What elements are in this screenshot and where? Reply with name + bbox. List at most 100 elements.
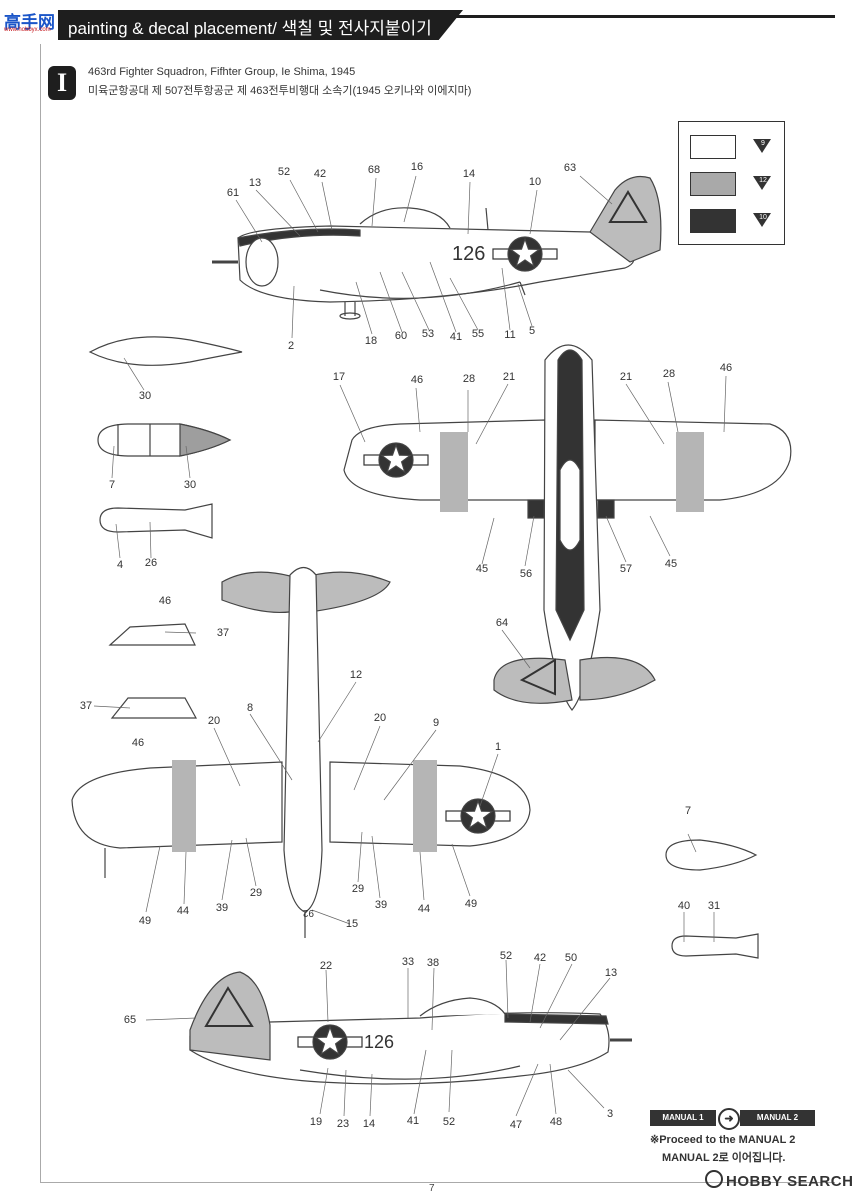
swatch-dark xyxy=(690,209,736,233)
manual-2-box: MANUAL 2 xyxy=(740,1110,815,1126)
manual-note-en: ※Proceed to the MANUAL 2 xyxy=(650,1134,796,1146)
drop-tank-mid xyxy=(97,423,232,457)
section-header: painting & decal placement/ 색칠 및 전사지붙이기 xyxy=(0,10,859,40)
callout-label: 29 xyxy=(351,883,365,895)
callout-label: 48 xyxy=(549,1116,563,1128)
callout-label: 15 xyxy=(345,918,359,930)
callout-label: 46 xyxy=(719,362,733,374)
callout-label: 3 xyxy=(606,1108,614,1120)
color-legend: 9 12 10 xyxy=(678,121,785,245)
callout-label: 13 xyxy=(604,967,618,979)
pylon-bottom xyxy=(110,697,198,719)
callout-label: 45 xyxy=(664,558,678,570)
header-bar xyxy=(58,10,463,40)
callout-label: 41 xyxy=(406,1115,420,1127)
callout-label: 18 xyxy=(364,335,378,347)
callout-label: 17 xyxy=(332,371,346,383)
callout-label: 12 xyxy=(349,669,363,681)
watermark: HOBBY SEARCH xyxy=(705,1170,853,1190)
callout-label: 29 xyxy=(249,887,263,899)
option-title-ko: 미육군항공대 제 507전투항공군 제 463전투비행대 소속기(1945 오키… xyxy=(88,85,472,97)
manual-1-box: MANUAL 1 xyxy=(650,1110,716,1126)
callout-label: 61 xyxy=(226,187,240,199)
option-title-en: 463rd Fighter Squadron, Fifhter Group, I… xyxy=(88,66,356,78)
callout-label: 53 xyxy=(421,328,435,340)
watermark-logo-icon xyxy=(705,1170,723,1188)
callout-label: 7 xyxy=(684,805,692,817)
bomb-left xyxy=(99,503,213,539)
callout-label: 46 xyxy=(158,595,172,607)
callout-label: 37 xyxy=(79,700,93,712)
leader-lines xyxy=(93,175,727,1117)
callout-label: 13 xyxy=(248,177,262,189)
callout-label: 23 xyxy=(336,1118,350,1130)
callout-label: 42 xyxy=(533,952,547,964)
callout-label: 40 xyxy=(677,900,691,912)
callout-label: 41 xyxy=(449,331,463,343)
callout-label: 44 xyxy=(417,903,431,915)
pylon-top xyxy=(108,623,196,646)
callout-label: 21 xyxy=(619,371,633,383)
callout-label: 14 xyxy=(462,168,476,180)
callout-label: 7 xyxy=(108,479,116,491)
fuselage-code: 126 xyxy=(452,243,485,265)
upper-view xyxy=(343,344,792,711)
callout-label: 33 xyxy=(401,956,415,968)
callout-label: 37 xyxy=(216,627,230,639)
callout-label: 9 xyxy=(432,717,440,729)
callout-label: 63 xyxy=(563,162,577,174)
callout-label: 44 xyxy=(176,905,190,917)
callout-label: 68 xyxy=(367,164,381,176)
callout-label: 49 xyxy=(464,898,478,910)
side-view-bottom xyxy=(189,971,632,1085)
callout-label: 30 xyxy=(138,390,152,402)
callout-label: 60 xyxy=(394,330,408,342)
callout-label: 50 xyxy=(564,952,578,964)
callout-label: 31 xyxy=(707,900,721,912)
callout-label: 28 xyxy=(662,368,676,380)
callout-label: 30 xyxy=(183,479,197,491)
callout-label: 52 xyxy=(277,166,291,178)
callout-label: 38 xyxy=(426,957,440,969)
drop-tank-top xyxy=(88,336,243,366)
callout-label: 42 xyxy=(313,168,327,180)
callout-label: 45 xyxy=(475,563,489,575)
callout-label: 65 xyxy=(123,1014,137,1026)
callout-label: 39 xyxy=(374,899,388,911)
paint-code-triangle xyxy=(753,139,771,153)
callout-label: 56 xyxy=(519,568,533,580)
callout-label: 22 xyxy=(319,960,333,972)
paint-code-triangle xyxy=(753,213,771,227)
fuselage-code: 126 xyxy=(364,1032,394,1052)
callout-label: 4 xyxy=(116,559,124,571)
paint-code: 12 xyxy=(759,177,767,184)
callout-label: 39 xyxy=(215,902,229,914)
callout-label: 64 xyxy=(495,617,509,629)
logo-text: 高手网 xyxy=(4,13,55,33)
callout-label: 26 xyxy=(144,557,158,569)
callout-label: 28 xyxy=(462,373,476,385)
callout-label: 52 xyxy=(442,1116,456,1128)
callout-label: 46 xyxy=(410,374,424,386)
manual-note-ko: MANUAL 2로 이어집니다. xyxy=(662,1152,786,1164)
option-badge: I xyxy=(48,66,76,100)
bomb-right xyxy=(671,933,759,959)
callout-label: 21 xyxy=(502,371,516,383)
paint-code: 10 xyxy=(759,214,767,221)
callout-label: 2 xyxy=(287,340,295,352)
drop-tank-right xyxy=(665,839,758,871)
side-view-top xyxy=(212,175,662,320)
callout-label: 46 xyxy=(131,737,145,749)
callout-label: 11 xyxy=(504,329,516,341)
swatch-white xyxy=(690,135,736,159)
callout-label: 52 xyxy=(499,950,513,962)
callout-label: 14 xyxy=(362,1118,376,1130)
paint-code-triangle xyxy=(753,176,771,190)
arrow-right-icon: ➜ xyxy=(718,1108,740,1130)
site-logo: 高手网 www.hobbyx.com xyxy=(2,8,70,34)
callout-label: 16 xyxy=(410,161,424,173)
callout-label: 8 xyxy=(246,702,254,714)
callout-label: 20 xyxy=(207,715,221,727)
tail-code: 92 xyxy=(302,907,314,918)
